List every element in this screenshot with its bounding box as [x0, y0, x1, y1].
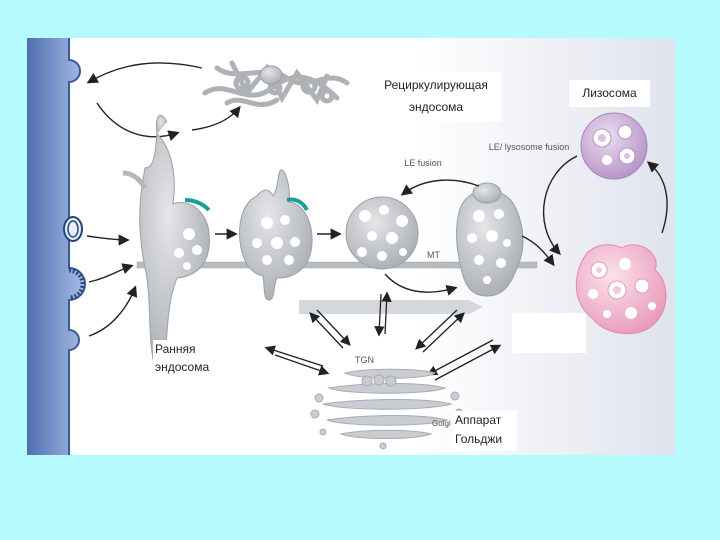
le-lysosome-fusion-text: LE/ lysosome fusion	[489, 142, 570, 152]
arrow-late-to-fusing	[384, 273, 458, 296]
label-recycling-endosome: Рециркулирующая эндосома	[371, 72, 501, 122]
maturing-endosome	[239, 169, 313, 301]
mt-text: MT	[427, 250, 440, 260]
tgn-arrows	[264, 291, 502, 381]
golgi-stack	[310, 368, 463, 450]
tgn-text: TGN	[355, 355, 374, 365]
label-recycling-endosome-text: Рециркулирующая эндосома	[384, 78, 488, 114]
arrow-membrane-to-early-2	[88, 263, 134, 283]
arrow-recycle-to-membrane	[86, 62, 203, 84]
arrow-le-fusion	[400, 179, 480, 196]
label-early-endosome: Ранняя эндосома	[153, 340, 229, 378]
microtubule	[136, 261, 538, 269]
lysosome-pink	[575, 244, 667, 335]
transport-bar-tip	[469, 300, 483, 314]
label-lysosome: Лизосома	[569, 80, 650, 107]
label-blank-box	[512, 313, 586, 353]
late-endosome	[345, 196, 419, 270]
golgi-short-text: Golgi	[432, 419, 451, 428]
arrow-purple-to-pink	[542, 155, 578, 256]
recycling-vesicle	[259, 65, 283, 85]
coated-pit-icon	[63, 216, 83, 242]
lysosome-purple	[580, 112, 648, 180]
endocytosis-diagram: LE fusion LE/ lysosome fusion MT	[27, 38, 675, 455]
arrow-membrane-to-early-1	[86, 234, 130, 246]
plasma-membrane	[27, 38, 86, 455]
recycling-endosome-network	[202, 60, 350, 107]
arrow-membrane-to-early-3	[88, 285, 138, 337]
early-endosome	[122, 114, 211, 369]
arrow-early-up-to-recycle	[191, 105, 241, 131]
arrow-pink-to-purple	[646, 161, 668, 234]
label-golgi: Аппарат Гольджи	[453, 411, 517, 451]
late-endosome-fusing	[456, 182, 524, 297]
le-fusion-text: LE fusion	[404, 158, 442, 168]
transport-bar	[299, 300, 469, 314]
arrow-fusing-to-lysosome	[521, 235, 555, 267]
arrow-early-to-recycle	[96, 102, 180, 141]
